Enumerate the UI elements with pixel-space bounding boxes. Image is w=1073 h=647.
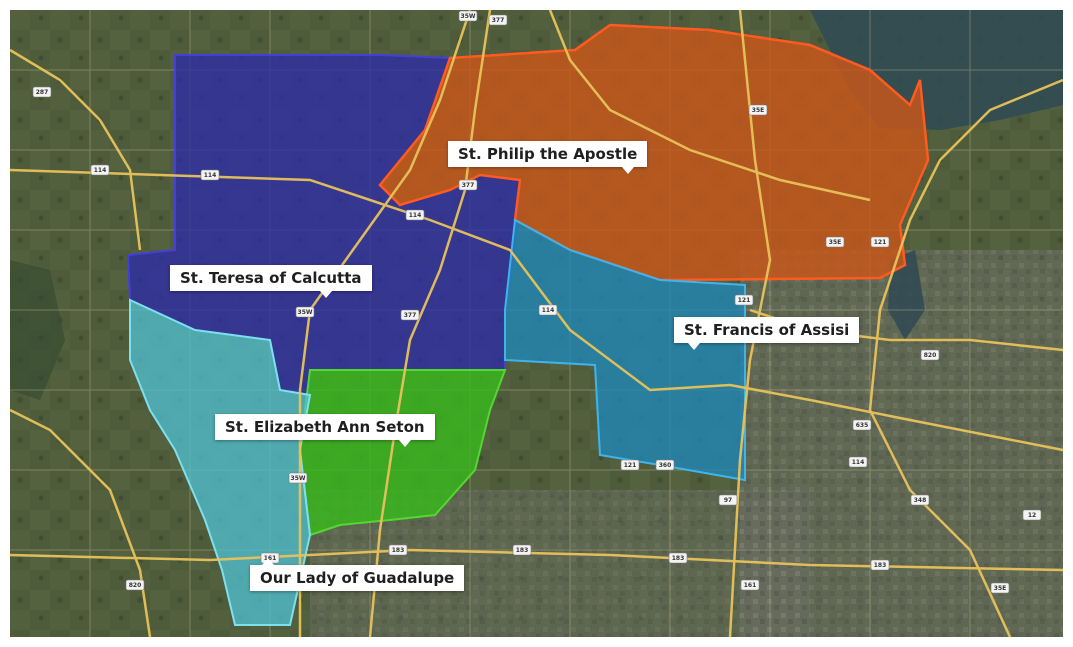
highway-shield-number: 35W [298,309,313,316]
map-frame[interactable]: 35W 377 287 114 114 377 114 35E 121 35E 121 35W 377 1… [10,10,1063,637]
highway-shield-number: 377 [492,17,505,24]
highway-shield-number: 35E [994,585,1006,592]
highway-shield-number: 820 [129,582,142,589]
highway-shield: 121 [620,459,640,471]
highway-shield: 635 [852,419,872,431]
highway-shield-number: 114 [542,307,555,314]
major-highways [10,10,1063,637]
highway-shield: 183 [668,552,688,564]
highway-shield-number: 114 [204,172,217,179]
highway-shield: 97 [718,494,738,506]
highway-shield-number: 35E [752,107,764,114]
highway-shield: 35W [458,10,478,22]
highway-shield: 114 [848,456,868,468]
label-st-teresa[interactable]: St. Teresa of Calcutta [170,265,372,298]
highway-shield-number: 635 [856,422,869,429]
highway-shield-number: 287 [36,89,49,96]
highway-shield: 348 [910,494,930,506]
highway-shield: 360 [655,459,675,471]
highway-shield: 121 [870,236,890,248]
highway-shield: 287 [32,86,52,98]
highway-shield: 820 [920,349,940,361]
highway-shield-number: 161 [744,582,757,589]
highway-shield-number: 114 [94,167,107,174]
highway-shield-number: 35W [291,475,306,482]
highway-shield-number: 35E [829,239,841,246]
highway-shield: 183 [512,544,532,556]
highway-shield: 377 [488,14,508,26]
highway-shield: 121 [734,294,754,306]
highway-shield-number: 12 [1028,512,1036,519]
highway-shield: 114 [405,209,425,221]
highway-shield-number: 35W [461,13,476,20]
highway-shield-number: 121 [738,297,751,304]
highway-shield: 820 [125,579,145,591]
highway-shield-number: 377 [462,182,475,189]
highway-shield: 114 [90,164,110,176]
highway-shield-number: 377 [404,312,417,319]
highway-shield: 114 [538,304,558,316]
highway-shield-number: 114 [409,212,422,219]
highway-shield: 377 [400,309,420,321]
label-st-francis[interactable]: St. Francis of Assisi [674,317,860,350]
label-st-philip[interactable]: St. Philip the Apostle [448,141,648,174]
highway-shield-number: 97 [724,497,732,504]
highway-shield: 183 [870,559,890,571]
highway-shield: 35W [288,472,308,484]
highway-shield: 12 [1022,509,1042,521]
highway-shield: 35E [825,236,845,248]
highway-shield-number: 348 [914,497,927,504]
highway-shield: 35E [748,104,768,116]
highway-shield: 377 [458,179,478,191]
highway-shield: 161 [740,579,760,591]
lake-east [888,250,925,340]
highway-shield-number: 121 [624,462,637,469]
parish-region-our-lady[interactable] [129,298,312,626]
lake-west [10,260,65,400]
highway-shield-number: 183 [672,555,685,562]
highway-shield: 183 [388,544,408,556]
highway-shield-number: 820 [924,352,937,359]
highway-shield-number: 183 [516,547,529,554]
highway-shield-number: 360 [659,462,672,469]
label-st-elizabeth[interactable]: St. Elizabeth Ann Seton [215,414,435,447]
highway-shield-number: 183 [874,562,887,569]
highway-shield: 35W [295,306,315,318]
highway-shield: 114 [200,169,220,181]
highway-shield: 35E [990,582,1010,594]
highway-shield-number: 121 [874,239,887,246]
map-canvas[interactable]: 35W 377 287 114 114 377 114 35E 121 35E 121 35W 377 1… [10,10,1063,637]
highway-shield-number: 114 [852,459,865,466]
highway-shield-number: 183 [392,547,405,554]
label-our-lady[interactable]: Our Lady of Guadalupe [250,558,465,591]
